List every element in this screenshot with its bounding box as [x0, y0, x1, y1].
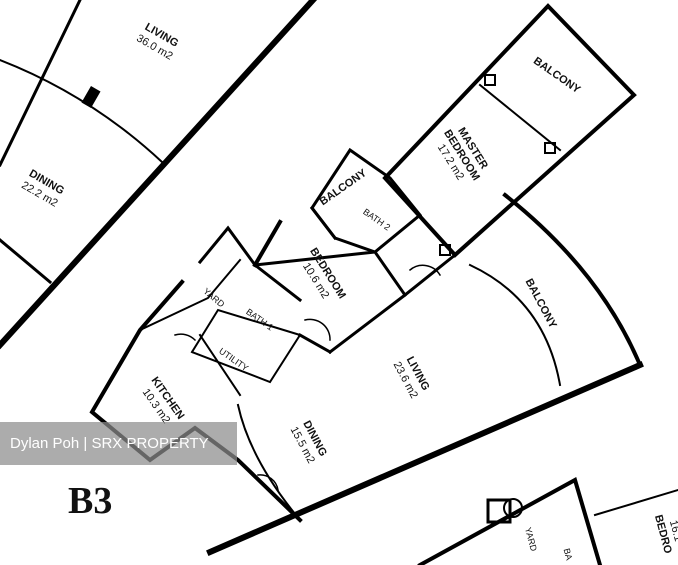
room-bath-2: BATH 2	[361, 207, 392, 233]
room-name: YARD	[523, 526, 539, 553]
room-bath-lower: BA	[562, 547, 575, 561]
room-area: 16.1	[667, 519, 678, 543]
room-name: BALCONY	[531, 55, 583, 96]
room-name: BA	[562, 547, 575, 561]
room-upper-dining: DINING 22.2 m2	[19, 168, 66, 210]
room-living: LIVING 23.6 m2	[391, 355, 432, 401]
room-bedroom-lower: BEDRO 16.1	[652, 513, 678, 555]
room-yard-lower: YARD	[523, 526, 539, 553]
room-name: BATH 2	[361, 207, 392, 233]
room-dining: DINING 15.5 m2	[288, 419, 329, 466]
room-name: BALCONY	[523, 277, 559, 331]
room-balcony-living: BALCONY	[523, 277, 559, 331]
unit-type-label: B3	[68, 480, 112, 522]
room-balcony-master: BALCONY	[531, 55, 583, 96]
room-upper-living: LIVING 36.0 m2	[134, 21, 180, 63]
room-master-bedroom: MASTER BEDROOM 17.2 m2	[435, 126, 490, 183]
watermark: Dylan Poh | SRX PROPERTY	[0, 422, 237, 465]
